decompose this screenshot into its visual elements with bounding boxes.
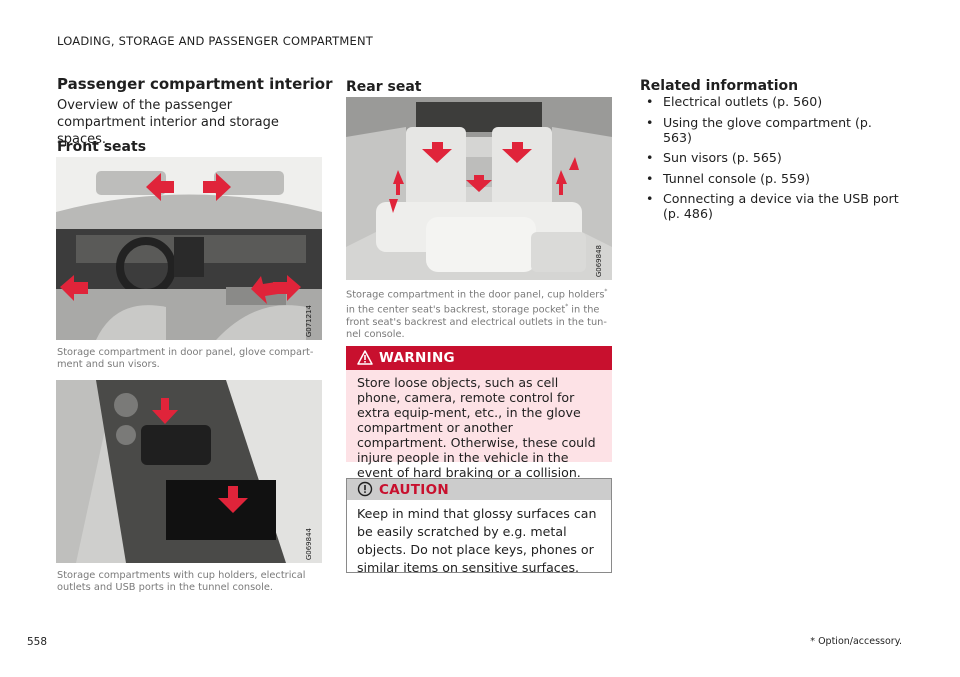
intro-text: Overview of the passenger compartment in… (57, 98, 279, 147)
image-code: G071214 (305, 305, 313, 338)
exclamation-circle-icon (357, 481, 373, 497)
rear-seat-heading: Rear seat (346, 79, 422, 95)
front-seats-image-caption: Storage compartment in door panel, glove… (57, 347, 314, 370)
rear-seat-image-caption: Storage compartment in the door panel, c… (346, 288, 608, 340)
caution-text: Keep in mind that glossy surfaces can be… (357, 506, 597, 575)
warning-title: WARNING (379, 350, 455, 366)
list-item[interactable]: •Connecting a device via the USB port (p… (646, 191, 899, 221)
front-seats-heading: Front seats (57, 139, 147, 155)
warning-header: WARNING (346, 346, 612, 370)
tunnel-console-image-caption: Storage compartments with cup holders, e… (57, 570, 306, 593)
image-code: G069848 (595, 245, 603, 278)
related-information-heading: Related information (640, 78, 799, 94)
list-item[interactable]: •Using the glove compartment (p. 563) (646, 114, 872, 145)
page-number: 558 (27, 636, 48, 648)
footnote: * Option/accessory. (810, 636, 902, 647)
rear-seat-image: G069848 (346, 97, 612, 280)
page-title: Passenger compartment interior (57, 75, 333, 93)
warning-triangle-icon (357, 350, 373, 365)
caution-title: CAUTION (379, 482, 450, 498)
bullet-icon: • (646, 150, 654, 165)
bullet-icon: • (646, 191, 654, 206)
warning-text: Store loose objects, such as cell phone,… (357, 375, 596, 480)
bullet-icon: • (646, 94, 654, 109)
tunnel-console-image: G069844 (56, 380, 322, 563)
caution-header: CAUTION (347, 479, 611, 500)
list-item[interactable]: •Electrical outlets (p. 560) (646, 94, 823, 109)
page-header: LOADING, STORAGE AND PASSENGER COMPARTME… (57, 34, 373, 48)
front-seats-image: G071214 (56, 157, 322, 340)
image-code: G069844 (305, 528, 313, 561)
related-information-list: •Electrical outlets (p. 560) •Using the … (640, 94, 900, 227)
bullet-icon: • (646, 170, 654, 186)
bullet-icon: • (646, 114, 654, 130)
list-item[interactable]: •Sun visors (p. 565) (646, 150, 782, 165)
list-item[interactable]: •Tunnel console (p. 559) (646, 170, 810, 186)
